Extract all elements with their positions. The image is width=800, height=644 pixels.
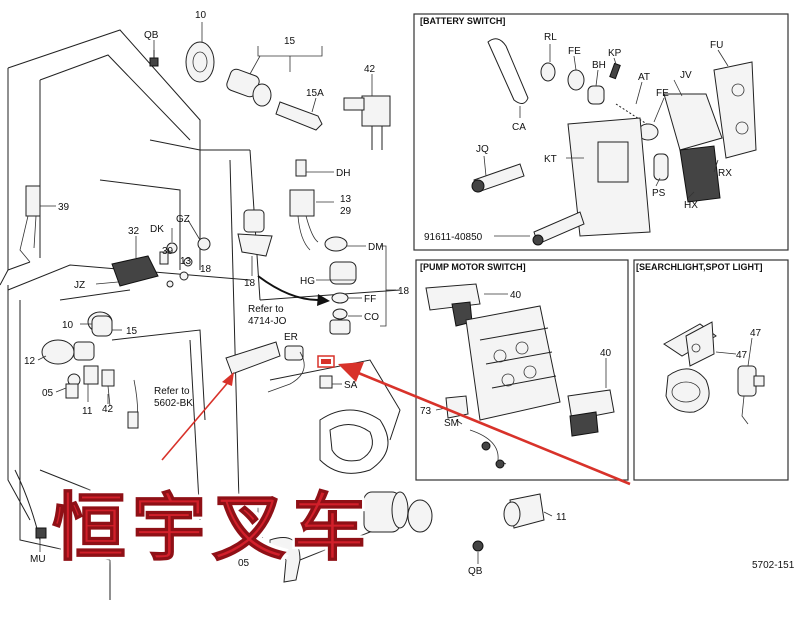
label-at: AT: [638, 72, 650, 83]
inset-battery-switch: [413, 13, 789, 251]
label-47b: 47: [736, 350, 748, 361]
main-parts: [19, 41, 545, 583]
watermark-text: 恒宇叉车: [52, 485, 372, 572]
label-73: 73: [420, 406, 432, 417]
label-er: ER: [284, 332, 298, 343]
part-co: [332, 308, 348, 320]
inset-title-searchlight: [SEARCHLIGHT,SPOT LIGHT]: [636, 262, 763, 272]
inset-searchlight: [633, 259, 789, 481]
label-47a: 47: [750, 328, 762, 339]
label-ps: PS: [652, 188, 666, 199]
part-qb-bottom: [472, 540, 484, 552]
label-dh: DH: [336, 168, 350, 179]
label-15-top: 15: [284, 36, 296, 47]
part-12: [41, 339, 75, 365]
label-rl: RL: [544, 32, 557, 43]
label-fe2: FE: [656, 88, 669, 99]
label-18d: 18: [398, 286, 410, 297]
label-refer2: Refer to: [154, 386, 190, 397]
part-bracket-er: [225, 341, 281, 375]
label-ff: FF: [364, 294, 376, 305]
label-11-left: 11: [82, 406, 93, 417]
part-hg: [329, 261, 357, 285]
part-dm: [324, 236, 348, 252]
label-mu: MU: [30, 554, 46, 565]
part-18-center: [243, 209, 265, 233]
label-15a: 15A: [306, 88, 324, 99]
label-10-top: 10: [195, 10, 207, 21]
part-42-left: [101, 369, 115, 387]
label-13b: 13: [180, 256, 192, 267]
drawing-number: 5702-151: [752, 560, 795, 571]
label-kp: KP: [608, 48, 622, 59]
label-39b: 39: [162, 246, 174, 257]
red-arrow-right: [355, 370, 631, 486]
label-dm: DM: [368, 242, 384, 253]
label-13: 13: [340, 194, 352, 205]
highlight-box: [317, 355, 335, 368]
label-10-left: 10: [62, 320, 74, 331]
label-11-bottom: 11: [556, 512, 567, 523]
label-refer2b: 5602-BK: [154, 398, 193, 409]
label-bh: BH: [592, 60, 606, 71]
label-qb-bottom: QB: [468, 566, 483, 577]
label-qb-top: QB: [144, 30, 159, 41]
part-ring-10: [185, 41, 215, 83]
watermark: 恒宇叉车: [52, 468, 482, 578]
label-dk: DK: [150, 224, 164, 235]
inset-title-pump: [PUMP MOTOR SWITCH]: [420, 262, 526, 272]
part-05-bottom: [269, 537, 301, 583]
label-sa: SA: [344, 380, 358, 391]
inset-pump-motor-switch: [415, 259, 629, 481]
part-panel-32: [111, 255, 159, 287]
part-switch-13: [289, 189, 315, 217]
label-12: 12: [24, 356, 36, 367]
label-fu: FU: [710, 40, 723, 51]
leader-lines: [37, 22, 553, 564]
part-sa: [319, 375, 333, 389]
part-dh: [295, 159, 307, 177]
label-29: 29: [340, 206, 352, 217]
part-je: [257, 499, 269, 523]
label-32: 32: [128, 226, 140, 237]
label-gz: GZ: [176, 214, 190, 225]
label-co: CO: [364, 312, 379, 323]
label-hg: HG: [300, 276, 315, 287]
label-05-bottom: 05: [238, 558, 250, 569]
part-ff: [331, 292, 349, 304]
label-rx: RX: [718, 168, 732, 179]
label-jz: JZ: [74, 280, 85, 291]
label-je: JE: [252, 536, 264, 547]
label-partno: 91611-40850: [424, 232, 483, 243]
label-42-top: 42: [364, 64, 376, 75]
label-42-left: 42: [102, 404, 114, 415]
label-refer1: Refer to: [248, 304, 284, 315]
label-hx: HX: [684, 200, 698, 211]
part-switch-42: [361, 95, 391, 127]
label-15-left: 15: [126, 326, 138, 337]
label-kt: KT: [544, 154, 557, 165]
label-18c: 18: [244, 278, 256, 289]
label-ca: CA: [512, 122, 526, 133]
part-39: [25, 185, 41, 217]
label-jv: JV: [680, 70, 692, 81]
part-11-left: [83, 365, 99, 385]
label-sm: SM: [444, 418, 459, 429]
label-40a: 40: [510, 290, 522, 301]
label-refer1b: 4714-JO: [248, 316, 287, 327]
inset-title-battery: [BATTERY SWITCH]: [420, 16, 505, 26]
labels: 10 QB 15 15A 42 DH 13 29 39 GZ DK 32 39 …: [24, 10, 795, 577]
label-fe1: FE: [568, 46, 581, 57]
red-annotation-arrows: [161, 362, 631, 486]
label-18b: 18: [200, 264, 212, 275]
label-39: 39: [58, 202, 70, 213]
label-jq: JQ: [476, 144, 489, 155]
part-mu: [35, 527, 47, 539]
label-05-left: 05: [42, 388, 54, 399]
label-40b: 40: [600, 348, 612, 359]
part-key-15a: [275, 101, 323, 131]
red-arrow-left: [161, 379, 231, 461]
